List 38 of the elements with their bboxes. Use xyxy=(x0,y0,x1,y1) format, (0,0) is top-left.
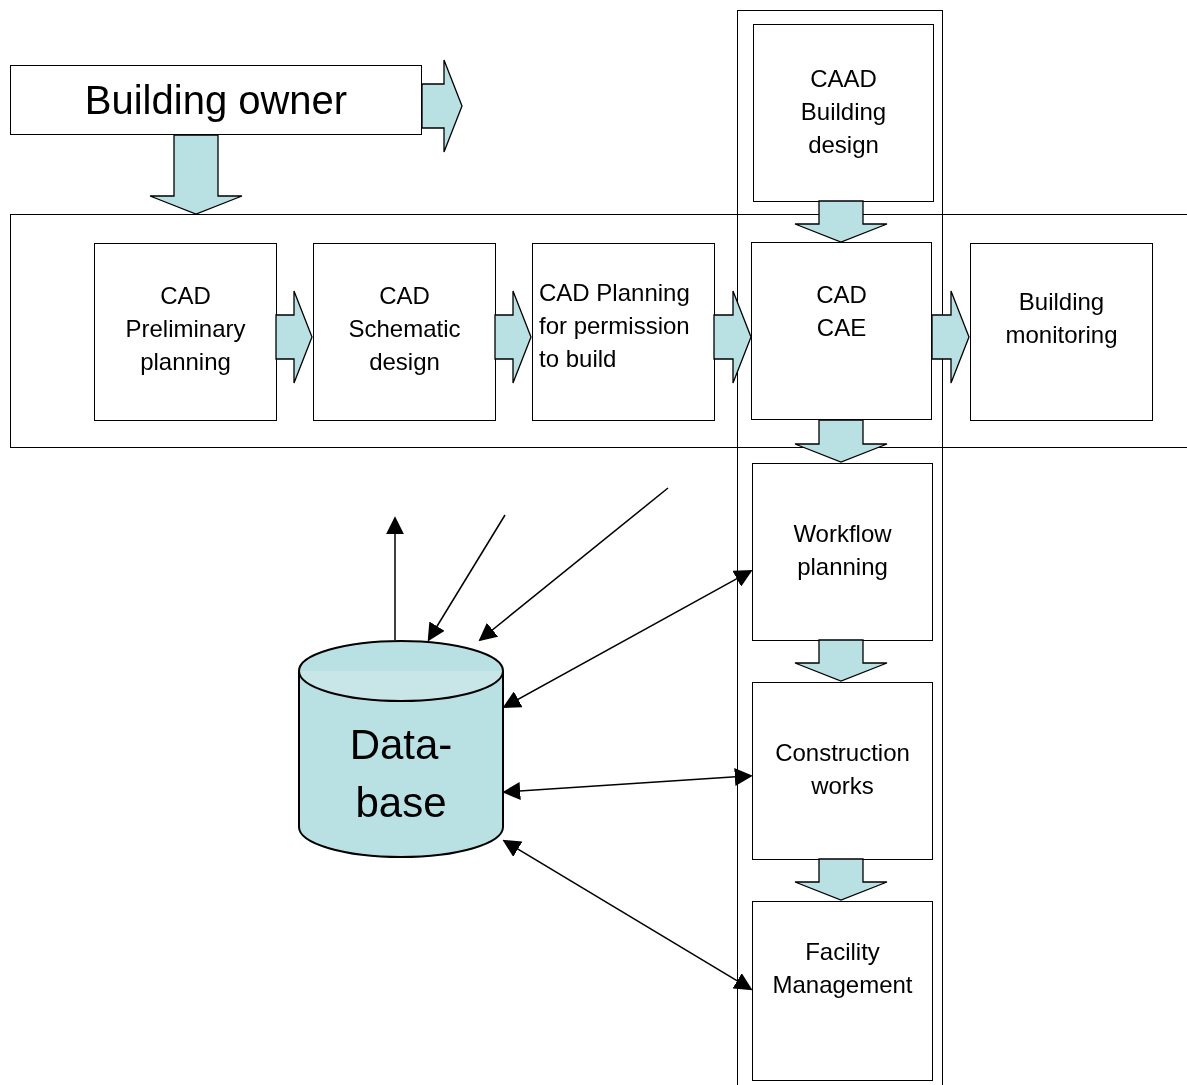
process-box xyxy=(94,243,277,421)
block-arrow xyxy=(275,290,313,384)
actor-box xyxy=(10,65,422,135)
arrow xyxy=(478,487,669,642)
group-frame xyxy=(10,214,1187,448)
arrow xyxy=(502,570,753,708)
block-arrow xyxy=(713,290,752,384)
group-frame xyxy=(737,10,943,1085)
process-box xyxy=(752,901,933,1081)
arrow xyxy=(502,767,753,801)
box-label: Workflow planning xyxy=(792,519,893,582)
box-label: CAD Planning for permission to build xyxy=(538,278,691,374)
block-arrow xyxy=(794,858,888,901)
block-arrow xyxy=(794,200,888,243)
block-arrow xyxy=(794,639,888,682)
box-label: CAD Schematic design xyxy=(347,281,462,377)
process-box xyxy=(532,243,715,421)
process-box xyxy=(313,243,496,421)
block-arrow xyxy=(794,419,888,463)
box-label: Facility Management xyxy=(771,937,914,1000)
box-label: Construction works xyxy=(774,738,911,801)
block-arrow xyxy=(931,290,970,384)
database-label: Data- base xyxy=(348,720,454,828)
box-label: CAAD Building design xyxy=(799,64,888,160)
arrow xyxy=(386,516,404,641)
arrow xyxy=(427,514,506,642)
process-box xyxy=(752,682,933,860)
box-label: CAD Preliminary planning xyxy=(124,281,247,377)
process-box xyxy=(753,24,934,202)
process-box xyxy=(752,463,933,641)
box-label: Building owner xyxy=(83,76,349,124)
block-arrow xyxy=(421,59,463,153)
box-label: Building monitoring xyxy=(1004,287,1119,350)
box-label: CAD CAE xyxy=(815,280,868,343)
process-box xyxy=(970,243,1153,421)
block-arrow xyxy=(149,134,243,215)
arrow xyxy=(502,839,753,991)
block-arrow xyxy=(494,290,532,384)
